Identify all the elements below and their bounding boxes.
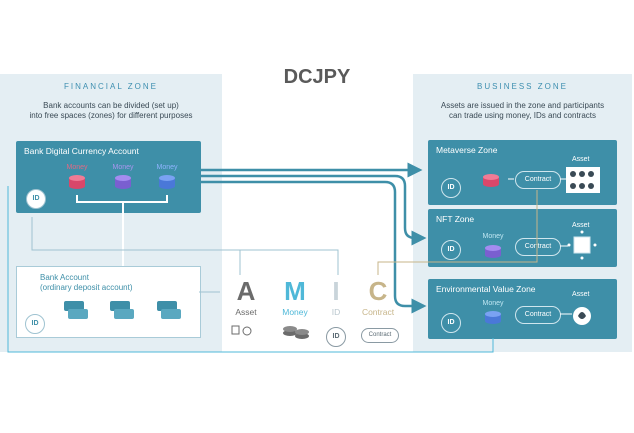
nft-money-icon (485, 245, 501, 258)
money-label-2: Money (112, 164, 134, 171)
legend-id-icon: ID (326, 327, 346, 347)
amic-letter-i: I (332, 276, 340, 306)
nft-contract: Contract (515, 238, 561, 256)
contract-link-line (377, 190, 538, 275)
money-stack-icon-purple (115, 175, 131, 189)
metaverse-zone-title: Metaverse Zone (436, 145, 498, 155)
metaverse-contract: Contract (515, 171, 561, 189)
amic-word-id: ID (331, 307, 341, 317)
business-zone-desc-line2: can trade using money, IDs and contracts (448, 111, 597, 120)
financial-zone-heading: FINANCIAL ZONE (64, 82, 158, 91)
nft-zone-title: NFT Zone (436, 214, 475, 224)
outer-id-line (7, 186, 494, 353)
nft-token-icon (567, 230, 597, 260)
metaverse-money-icon (483, 174, 499, 187)
arrow-to-environmental (201, 180, 427, 314)
environmental-asset-label: Asset (572, 291, 590, 298)
financial-zone-description: Bank accounts can be divided (set up) in… (0, 101, 222, 121)
cash-bundle-icon-3 (157, 301, 181, 319)
nft-id-icon: ID (441, 240, 461, 260)
metaverse-asset-label: Asset (572, 156, 590, 163)
metaverse-id-icon: ID (441, 178, 461, 198)
bank-account-id-icon: ID (25, 314, 45, 334)
amic-letter-a: A (236, 276, 256, 306)
nft-money-label: Money (482, 233, 504, 240)
environmental-contract: Contract (515, 306, 561, 324)
asset-legend-icon (231, 325, 252, 336)
cash-bundle-icon-2 (110, 301, 134, 319)
environmental-money-icon (485, 311, 501, 324)
money-stack-icon-pink (69, 175, 85, 189)
financial-zone-desc-line1: Bank accounts can be divided (set up) (43, 101, 179, 110)
money-bracket (76, 195, 168, 266)
business-zone-description: Assets are issued in the zone and partic… (413, 101, 632, 121)
money-legend-icon (283, 326, 309, 339)
amic-letter-c: C (368, 276, 388, 306)
business-zone-heading: BUSINESS ZONE (477, 82, 568, 91)
amic-letter-m: M (284, 276, 306, 306)
amic-word-money: Money (282, 307, 308, 317)
arrow-to-nft (201, 174, 427, 246)
avatar-grid-icon (566, 167, 600, 193)
bank-account-title-line1: Bank Account (40, 273, 89, 282)
diagram-title: DCJPY (283, 66, 351, 88)
bank-account-title: Bank Account (ordinary deposit account) (40, 273, 133, 293)
environmental-money-label: Money (482, 300, 504, 307)
money-label-3: Money (156, 164, 178, 171)
cash-bundle-icon-1 (64, 301, 88, 319)
financial-zone-desc-line2: into free spaces (zones) for different p… (29, 111, 193, 120)
money-label-1: Money (66, 164, 88, 171)
business-zone-desc-line1: Assets are issued in the zone and partic… (440, 101, 605, 110)
environmental-id-icon: ID (441, 313, 461, 333)
legend-contract-icon: Contract (361, 328, 399, 343)
bank-account-title-line2: (ordinary deposit account) (40, 283, 133, 292)
recycle-leaf-icon (573, 307, 591, 325)
amic-word-asset: Asset (235, 307, 257, 317)
dc-account-id-icon: ID (26, 189, 46, 209)
id-link-line (31, 217, 339, 275)
dc-account-title: Bank Digital Currency Account (24, 146, 139, 156)
environmental-zone-title: Environmental Value Zone (436, 284, 536, 294)
money-stack-icon-blue (159, 175, 175, 189)
nft-asset-label: Asset (572, 222, 590, 229)
amic-word-contract: Contract (361, 307, 395, 317)
